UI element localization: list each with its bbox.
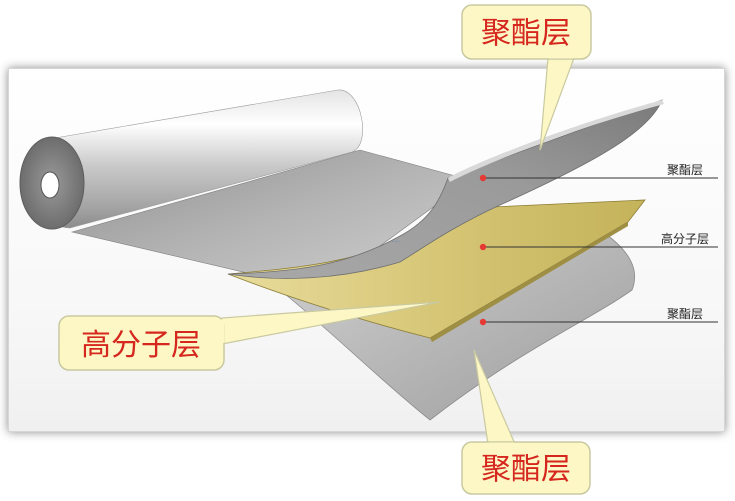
middle-layer-marker-dot — [479, 243, 487, 251]
bottom-layer-marker-dot — [479, 318, 487, 326]
callout-top-text: 聚酯层 — [481, 16, 571, 51]
callout-top: 聚酯层 — [461, 4, 592, 151]
callout-left: 高分子层 — [58, 301, 441, 371]
top-layer-marker-dot — [479, 174, 487, 182]
callout-bottom-text: 聚酯层 — [481, 452, 571, 487]
middle-layer-label: 高分子层 — [661, 231, 709, 246]
watermark-text: ······ — [392, 239, 400, 244]
top-flap-rim — [448, 100, 664, 182]
roll-core-hole — [40, 171, 60, 199]
top-polyester-flap — [227, 99, 663, 279]
polymer-layer-edge — [430, 222, 628, 342]
leader-lines — [483, 177, 718, 323]
callout-bottom: 聚酯层 — [461, 349, 591, 495]
polymer-layer-sheet — [227, 199, 646, 339]
callout-left-text: 高分子层 — [81, 328, 201, 363]
bottom-layer-label: 聚酯层 — [667, 307, 703, 321]
top-layer-label: 聚酯层 — [667, 163, 703, 177]
